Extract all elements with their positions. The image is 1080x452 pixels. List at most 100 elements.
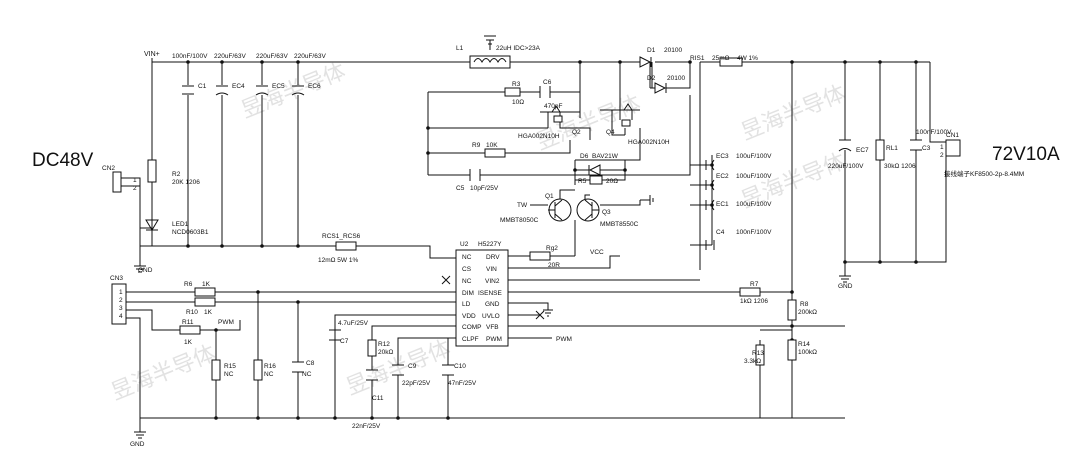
- c10-value: 47nF/25V: [448, 380, 477, 387]
- l1-value: 22uH IDC>23A: [496, 45, 541, 52]
- r14-value: 100kΩ: [798, 349, 817, 356]
- u2-pin-gnd: GND: [485, 301, 500, 308]
- rg2-value: 20R: [548, 262, 560, 269]
- cn1-ref: CN1: [946, 132, 959, 139]
- r15-ref: R15: [224, 363, 236, 370]
- rcs-shunt: RCS1_RCS6 12mΩ 5W 1%: [318, 233, 361, 264]
- watermark-text: 昱海半导体: [343, 336, 454, 400]
- c3-capacitor: C3 100nF/100V: [910, 129, 952, 152]
- r7-ref: R7: [750, 281, 759, 288]
- r7-resistor: R7 1kΩ 1206: [739, 281, 768, 305]
- u2-pin-vin: VIN: [486, 266, 497, 273]
- r8-value: 200kΩ: [798, 309, 817, 316]
- r8-resistor: R8 200kΩ: [787, 299, 817, 321]
- r11-ref: R11: [182, 319, 194, 326]
- vcc-label: VCC: [590, 249, 604, 256]
- r11-value: 1K: [184, 339, 193, 346]
- c6-capacitor: C6 470pF: [539, 79, 562, 110]
- r2-value: 20K 1206: [172, 179, 200, 186]
- q3-transistor: Q3 MMBT8550C: [576, 198, 639, 228]
- rl1-resistor: RL1 30kΩ 1206: [875, 139, 916, 170]
- mid-cap-ec2: EC2 100uF/100V: [705, 173, 772, 191]
- ground-symbols: GND GND GND: [130, 262, 853, 448]
- ec7-capacitor: EC7 220uF/100V: [828, 139, 869, 170]
- mid-cap-ec1: EC1 100uF/100V: [705, 199, 772, 211]
- ec1-ref: EC1: [716, 201, 729, 208]
- input-cap-ec5: 220uF/63V EC5: [255, 53, 288, 96]
- u2-pin-ld: LD: [462, 301, 471, 308]
- r13-resistor: R13 3.3kΩ: [744, 344, 765, 366]
- r16-value: NC: [264, 371, 274, 378]
- ec1-value: 100uF/100V: [736, 201, 772, 208]
- c3-value: 100nF/100V: [916, 129, 952, 136]
- q1-ref: Q1: [545, 193, 554, 200]
- wires: [120, 58, 947, 419]
- cn3-pin-4: 4: [119, 313, 123, 320]
- u2-pin-vfb: VFB: [486, 324, 499, 331]
- c6-ref: C6: [543, 79, 552, 86]
- l1-ref: L1: [456, 45, 464, 52]
- ec7-ref: EC7: [856, 147, 869, 154]
- c10-capacitor: C10 47nF/25V: [442, 363, 477, 387]
- ec3-ref: EC3: [716, 153, 729, 160]
- r2-ref: R2: [172, 171, 181, 178]
- d6-part: BAV21W: [592, 153, 619, 160]
- c4-value: 100nF/100V: [736, 229, 772, 236]
- u2-pin-vin2: VIN2: [485, 278, 500, 285]
- mid-cap-ec3: EC3 100uF/100V: [705, 153, 772, 171]
- r15-resistor: R15 NC: [211, 359, 236, 381]
- r8-ref: R8: [800, 301, 809, 308]
- output-voltage-label: 72V10A: [992, 144, 1060, 165]
- q3-ref: Q3: [602, 209, 611, 216]
- r2-resistor: R2 20K 1206: [147, 159, 200, 186]
- c11-ref: C11: [372, 395, 384, 402]
- c6-value: 470pF: [544, 103, 562, 110]
- d2-ref: D2: [647, 75, 656, 82]
- u2-pin-vdd: VDD: [462, 313, 476, 320]
- c5-capacitor: C5 10pF/25V: [456, 169, 499, 192]
- q2-mosfet: Q2 HGA002N10H: [518, 105, 581, 140]
- ec6-value: 220uF/63V: [294, 53, 326, 60]
- r6-resistor: R6 1K: [184, 281, 216, 297]
- cn1-pin-2: 2: [940, 152, 944, 159]
- input-voltage-label: DC48V: [32, 150, 94, 171]
- q2-ref: Q2: [572, 129, 581, 136]
- q4-mosfet: Q4 HGA002N10H: [606, 103, 670, 146]
- ground-symbol: [649, 195, 654, 205]
- ec4-value: 220uF/63V: [214, 53, 246, 60]
- r10-resistor: R10 1K: [186, 297, 216, 316]
- gnd-label: GND: [138, 267, 153, 274]
- r13-value: 3.3kΩ: [744, 358, 761, 365]
- gnd-label: GND: [130, 441, 145, 448]
- cn1-part: 接线端子KF8500-2p-8.4MM: [944, 169, 1024, 178]
- q2-part: HGA002N10H: [518, 133, 560, 140]
- input-cap-ec4: 220uF/63V EC4: [214, 53, 246, 96]
- c7-ref: C7: [340, 338, 349, 345]
- ec2-ref: EC2: [716, 173, 729, 180]
- c3-ref: C3: [922, 145, 931, 152]
- c8-ref: C8: [306, 360, 315, 367]
- cn3-ref: CN3: [110, 275, 123, 282]
- r15-value: NC: [224, 371, 234, 378]
- cn3-connector: CN3 1 2 3 4: [110, 275, 127, 325]
- c1-ref: C1: [198, 83, 207, 90]
- u2-pin-cs: CS: [462, 266, 472, 273]
- ris1-power: 4W 1%: [737, 55, 758, 62]
- q4-part: HGA002N10H: [628, 139, 670, 146]
- c8-capacitor: C8 NC: [292, 360, 315, 378]
- q1-part: MMBT8050C: [500, 217, 539, 224]
- watermark-text: 昱海半导体: [108, 341, 219, 405]
- r12-resistor: R12 20kΩ: [367, 339, 393, 357]
- r10-value: 1K: [204, 309, 213, 316]
- c9-value: 22pF/25V: [402, 380, 431, 387]
- led1-ref: LED1: [172, 221, 189, 228]
- cn2-ref: CN2: [102, 165, 115, 172]
- r13-ref: R13: [752, 350, 764, 357]
- rl1-value: 30kΩ 1206: [884, 163, 916, 170]
- r16-ref: R16: [264, 363, 276, 370]
- q1-transistor: Q1 MMBT8050C: [500, 193, 572, 224]
- watermark-text: 昱海半导体: [238, 59, 349, 123]
- c10-ref: C10: [454, 363, 466, 370]
- u2-pin-nc1: NC: [462, 254, 472, 261]
- r9-value: 10K: [486, 142, 498, 149]
